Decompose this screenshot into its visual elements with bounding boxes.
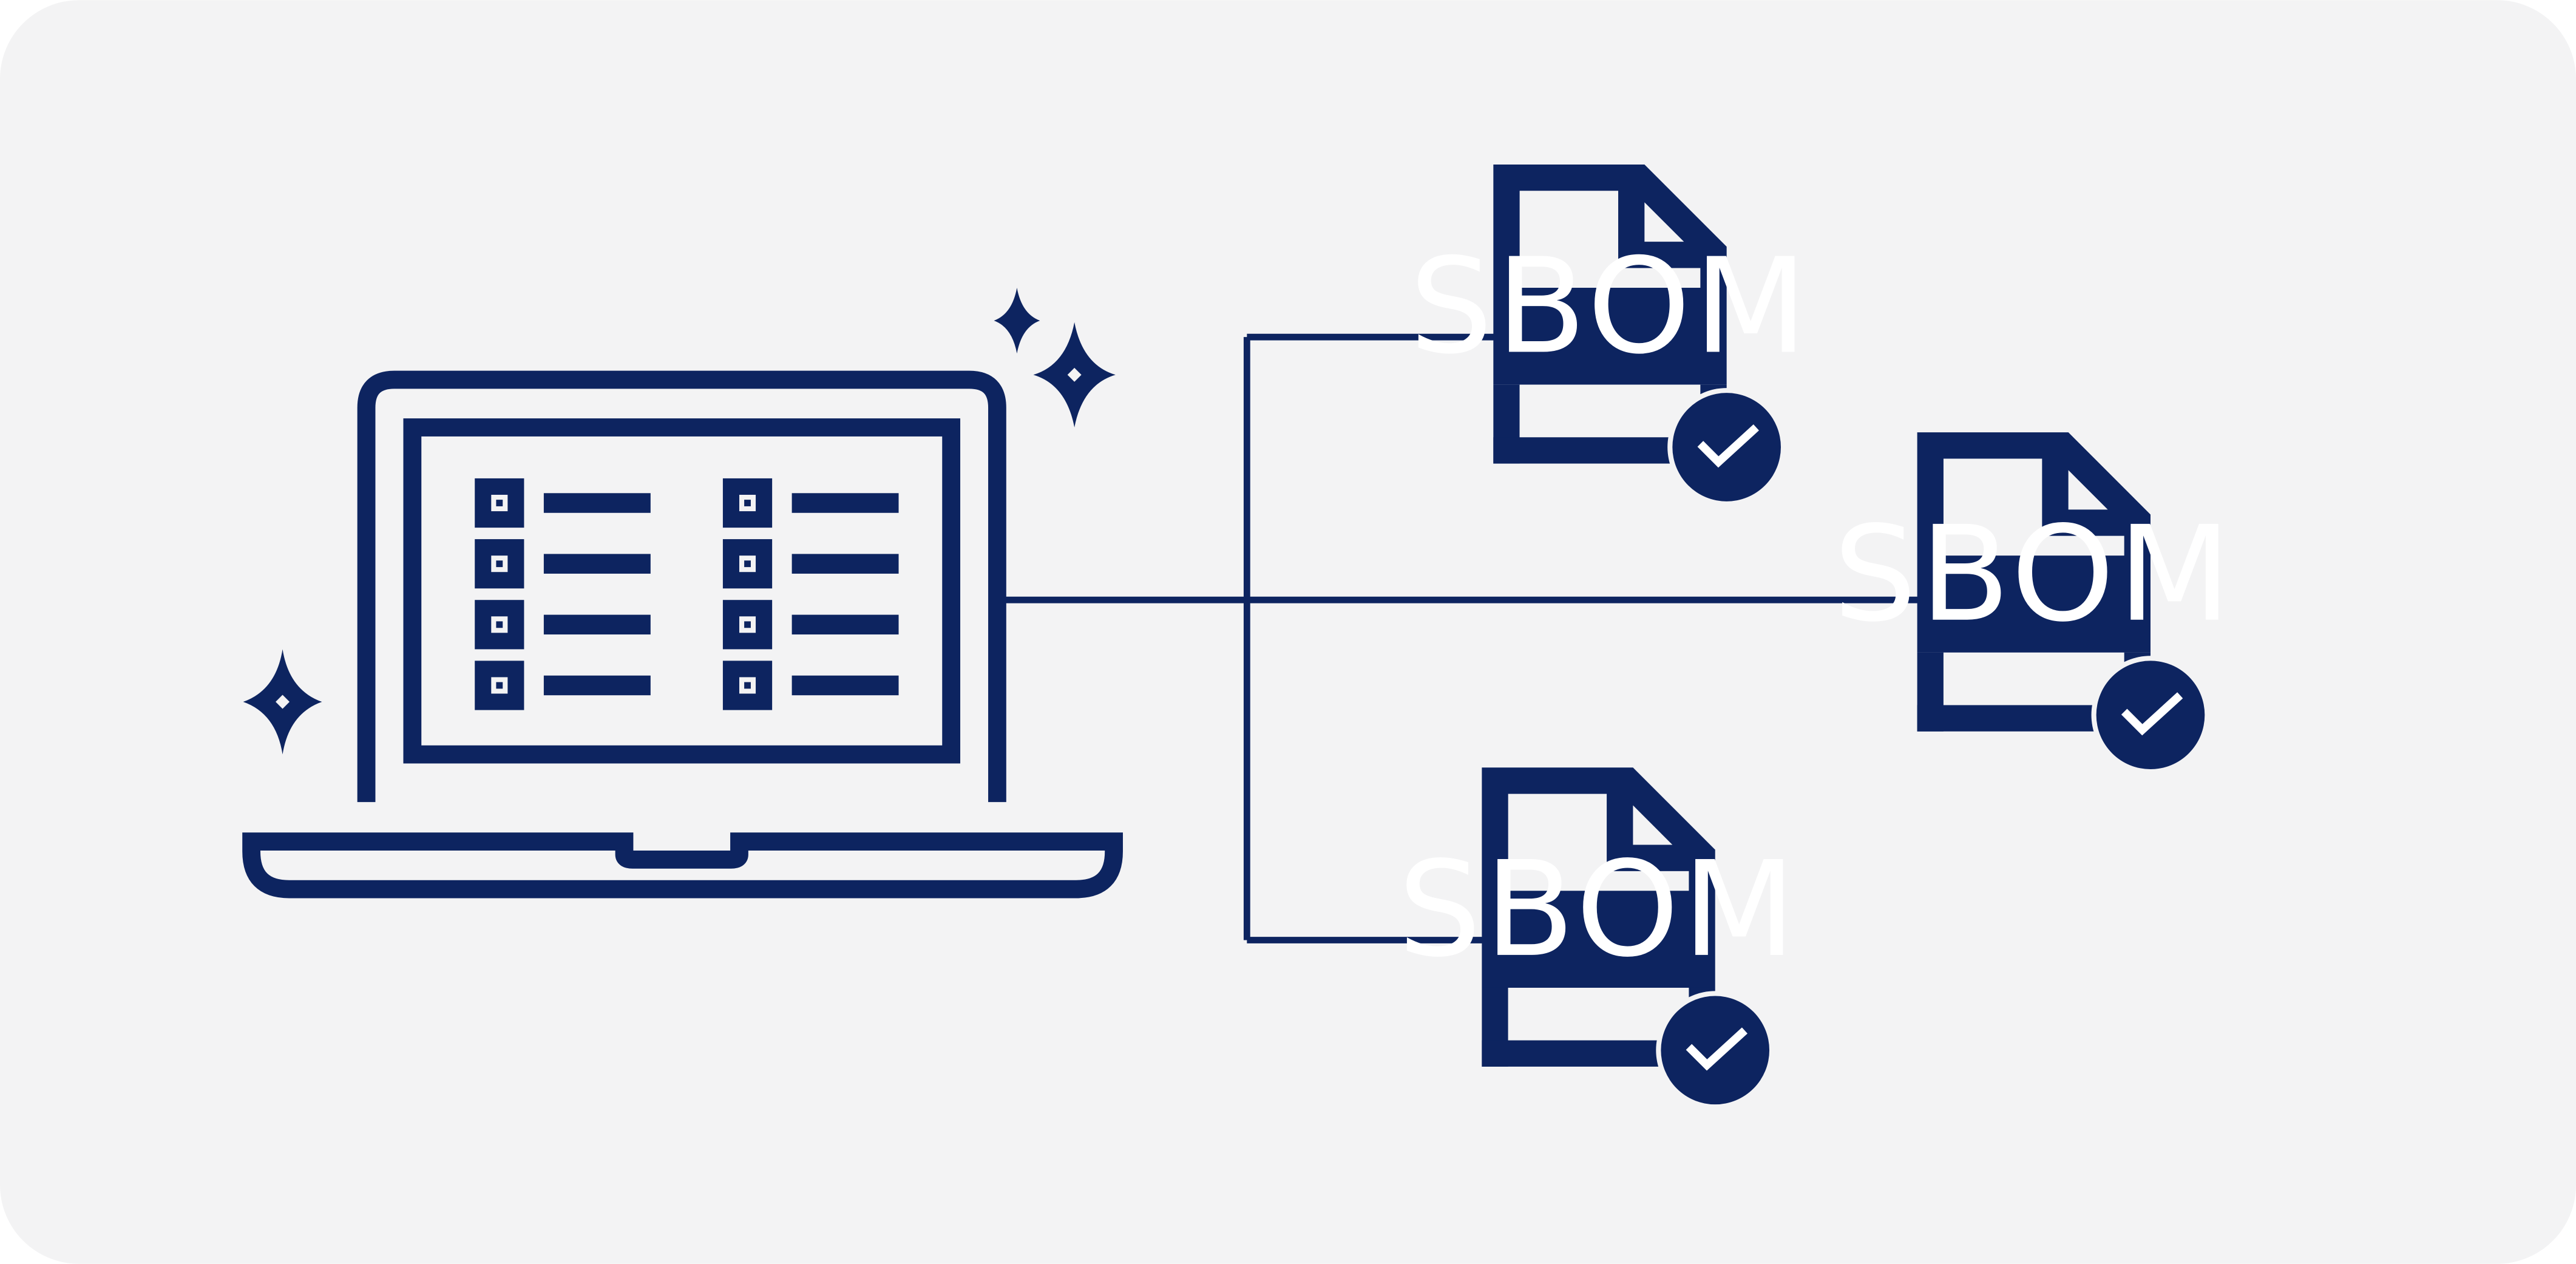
document-lower-inner <box>1943 652 2124 705</box>
list-line <box>543 493 651 513</box>
checklist-item <box>722 478 899 528</box>
list-line <box>791 554 899 574</box>
checkbox-dot <box>496 682 503 689</box>
document-page-inner <box>1508 793 1689 891</box>
document-edge-bottom <box>1493 437 1671 464</box>
document-page-inner <box>1519 191 1701 288</box>
laptop-screen <box>403 418 961 764</box>
sbom-label: SBOM <box>1833 498 2234 651</box>
document-lower-inner <box>1508 987 1689 1041</box>
check-mark <box>1686 1027 1748 1071</box>
checkbox-dot <box>744 682 751 689</box>
checkmark-icon <box>2091 656 2210 775</box>
sbom-document-2: SBOM <box>1833 432 2234 775</box>
sbom-label: SBOM <box>1398 834 1799 987</box>
checkbox-dot <box>496 500 503 506</box>
connector-lines <box>989 333 1922 943</box>
laptop-base <box>242 832 1123 899</box>
badge-circle <box>1661 996 1770 1105</box>
checkbox-dot <box>744 560 751 568</box>
sparkle-icon-small-right <box>994 287 1040 354</box>
document-fold-icon <box>1644 202 1684 242</box>
checkbox-dot <box>496 560 503 568</box>
badge-circle <box>1672 393 1781 501</box>
checkmark-icon <box>1656 991 1775 1110</box>
document-page-inner <box>1943 458 2124 556</box>
check-mark <box>2121 692 2183 736</box>
document-edge-bottom <box>1482 1040 1659 1067</box>
list-line <box>543 675 651 696</box>
sbom-document-1: SBOM <box>1409 164 1811 506</box>
checklist-item <box>722 600 899 650</box>
checklist-item <box>475 478 651 528</box>
list-line <box>543 614 651 635</box>
checklist-item <box>722 539 899 589</box>
checklist <box>475 478 899 710</box>
checkmark-icon <box>1667 388 1786 506</box>
checklist-item <box>475 539 651 589</box>
list-line <box>543 554 651 574</box>
check-mark <box>1697 424 1759 468</box>
checklist-item <box>475 661 651 710</box>
list-line <box>791 493 899 513</box>
sbom-document-3: SBOM <box>1398 767 1799 1110</box>
checklist-item <box>722 661 899 710</box>
laptop-icon <box>242 370 1123 899</box>
checklist-item <box>475 600 651 650</box>
sparkle-icons <box>243 287 1116 755</box>
laptop-lid <box>357 370 1006 803</box>
checkbox-dot <box>496 621 503 628</box>
checkbox-dot <box>744 500 751 506</box>
checkbox-dot <box>744 621 751 628</box>
badge-circle <box>2096 661 2205 770</box>
list-line <box>791 675 899 696</box>
document-fold-icon <box>2068 470 2108 510</box>
sbom-label: SBOM <box>1409 231 1811 384</box>
document-edge-bottom <box>1917 705 2095 732</box>
list-line <box>791 614 899 635</box>
document-lower-inner <box>1519 384 1701 438</box>
